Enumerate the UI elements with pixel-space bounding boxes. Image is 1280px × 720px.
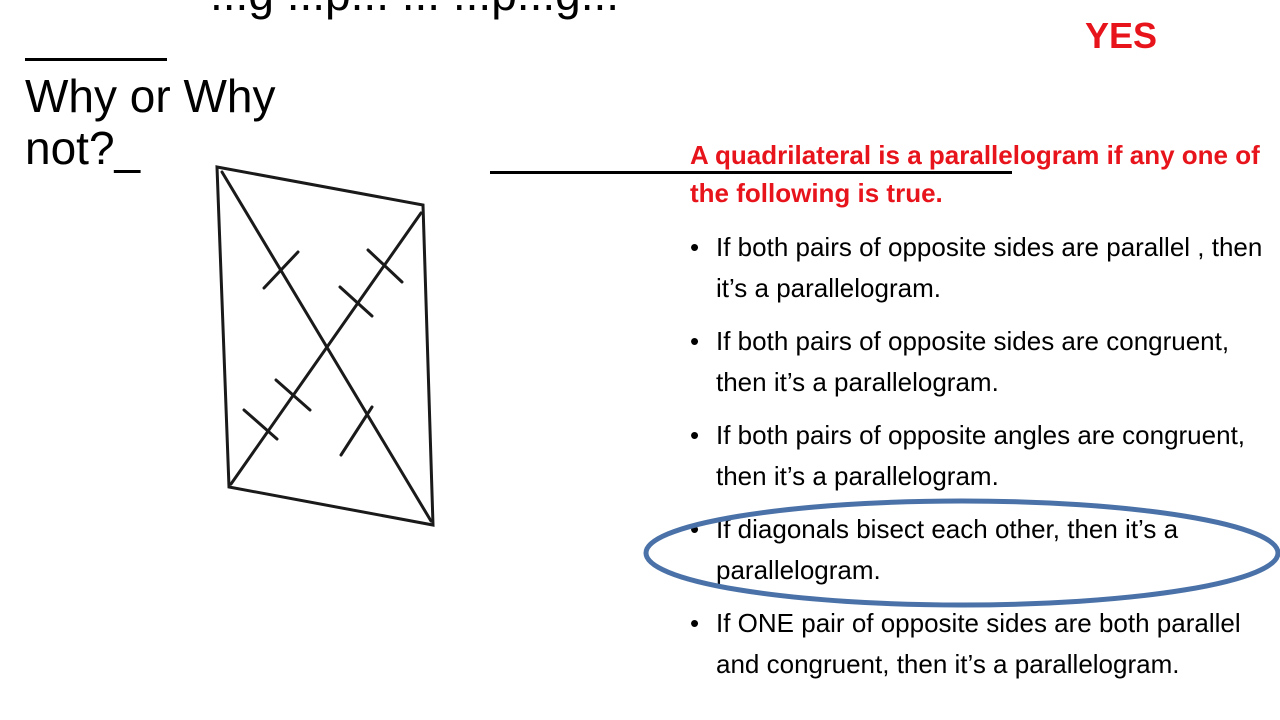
reason-blank-line — [490, 171, 1012, 174]
tick-mark — [338, 285, 374, 318]
tick-mark — [339, 405, 374, 457]
diagonal-bd — [229, 211, 423, 486]
rule-text: If diagonals bisect each other, then it’… — [716, 514, 1179, 585]
rule-text: If both pairs of opposite sides are cong… — [716, 326, 1230, 397]
slide-title-text: ...g ...p... ... ...p...g... — [210, 0, 619, 20]
tick-mark — [242, 408, 279, 441]
bullet-icon: • — [690, 326, 700, 356]
rule-text: If both pairs of opposite sides are para… — [716, 232, 1263, 303]
slide-title-partial: ...g ...p... ... ...p...g... — [210, 0, 619, 22]
bullet-icon: • — [690, 514, 700, 544]
rule-item: • If both pairs of opposite angles are c… — [690, 415, 1270, 497]
why-question: Why or Why not?_ — [25, 70, 276, 174]
rule-item: • If ONE pair of opposite sides are both… — [690, 603, 1270, 685]
rules-heading: A quadrilateral is a parallelogram if an… — [690, 140, 1260, 208]
rule-item: • If both pairs of opposite sides are co… — [690, 321, 1270, 403]
rules-list: • If both pairs of opposite sides are pa… — [690, 227, 1270, 697]
tick-mark — [262, 250, 300, 290]
highlight-ellipse — [643, 498, 1280, 608]
bullet-icon: • — [690, 608, 700, 638]
rule-text: If both pairs of opposite angles are con… — [716, 420, 1246, 491]
rule-text: If ONE pair of opposite sides are both p… — [716, 608, 1241, 679]
tick-mark — [274, 378, 312, 412]
bullet-icon: • — [690, 420, 700, 450]
tick-mark — [366, 248, 404, 284]
rule-item-highlighted: • If diagonals bisect each other, then i… — [690, 509, 1270, 591]
rule-item: • If both pairs of opposite sides are pa… — [690, 227, 1270, 309]
answer-yes: YES — [1085, 15, 1158, 56]
bullet-icon: • — [690, 232, 700, 262]
answer-blank-line — [25, 58, 167, 61]
parallelogram-outline — [215, 165, 435, 527]
parallelogram-figure — [215, 165, 435, 527]
